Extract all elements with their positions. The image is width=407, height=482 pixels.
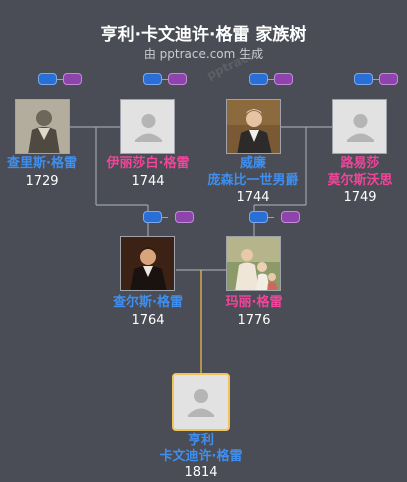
- page-title: 亨利·卡文迪许·格雷 家族树: [100, 25, 307, 45]
- expand-father-button[interactable]: [249, 73, 268, 85]
- avatar-placeholder-icon: [333, 100, 386, 153]
- avatar-placeholder-icon: [174, 375, 228, 429]
- person-birth-year: 1764: [131, 313, 165, 328]
- portrait-dark-coat-icon: [121, 237, 174, 290]
- person-birth-year: 1744: [131, 174, 165, 189]
- person-name[interactable]: 卡文迪许·格雷: [159, 449, 243, 464]
- person-photo-mary-1776[interactable]: [226, 236, 281, 291]
- avatar-placeholder-icon: [121, 100, 174, 153]
- portrait-old-man-icon: [16, 100, 69, 153]
- expand-mother-button[interactable]: [379, 73, 398, 85]
- person-name[interactable]: 查里斯·格雷: [7, 156, 77, 171]
- person-name[interactable]: 玛丽·格雷: [225, 295, 283, 310]
- person-photo-charles-1729[interactable]: [15, 99, 70, 154]
- person-birth-year: 1814: [184, 465, 218, 480]
- person-photo-william-1744[interactable]: [226, 99, 281, 154]
- portrait-man-icon: [227, 100, 280, 153]
- person-name[interactable]: 伊丽莎白·格雷: [106, 156, 190, 171]
- person-birth-year: 1744: [236, 190, 270, 205]
- person-name[interactable]: 莫尔斯沃思: [327, 173, 393, 188]
- expand-father-button[interactable]: [354, 73, 373, 85]
- expand-father-button[interactable]: [38, 73, 57, 85]
- person-photo-henry-1814[interactable]: [172, 373, 230, 431]
- person-name[interactable]: 亨利: [187, 433, 214, 448]
- person-photo-elizabeth-1744[interactable]: [120, 99, 175, 154]
- expand-father-button[interactable]: [249, 211, 268, 223]
- person-name[interactable]: 威廉: [239, 156, 266, 171]
- person-birth-year: 1749: [343, 190, 377, 205]
- expand-mother-button[interactable]: [274, 73, 293, 85]
- page-subtitle: 由 pptrace.com 生成: [143, 47, 264, 61]
- person-name[interactable]: 路易莎: [340, 156, 380, 171]
- expand-father-button[interactable]: [143, 73, 162, 85]
- expand-mother-button[interactable]: [168, 73, 187, 85]
- painting-mother-children-icon: [227, 237, 280, 290]
- person-name[interactable]: 查尔斯·格雷: [113, 295, 183, 310]
- person-name[interactable]: 庞森比一世男爵: [207, 173, 299, 188]
- person-birth-year: 1729: [25, 174, 59, 189]
- person-birth-year: 1776: [237, 313, 271, 328]
- expand-mother-button[interactable]: [281, 211, 300, 223]
- person-photo-charles-1764[interactable]: [120, 236, 175, 291]
- expand-mother-button[interactable]: [175, 211, 194, 223]
- expand-father-button[interactable]: [143, 211, 162, 223]
- expand-mother-button[interactable]: [63, 73, 82, 85]
- person-photo-louisa-1749[interactable]: [332, 99, 387, 154]
